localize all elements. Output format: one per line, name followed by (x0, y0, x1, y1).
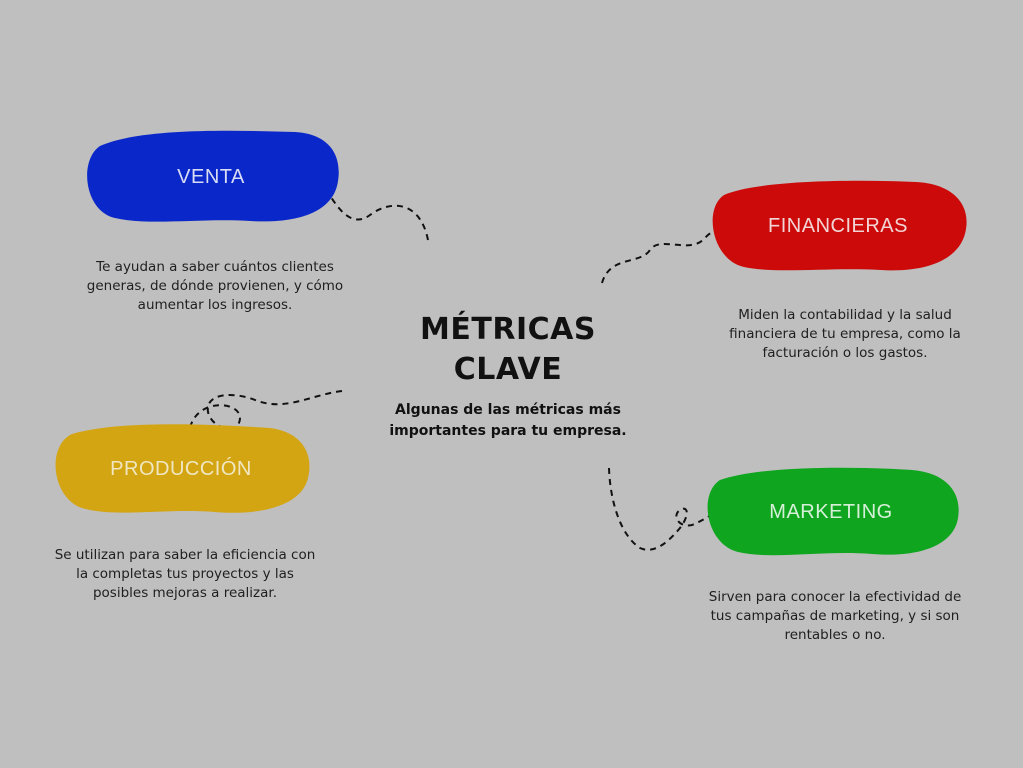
venta-label: VENTA (177, 165, 245, 188)
marketing-label: MARKETING (769, 500, 893, 523)
center-title: MÉTRICAS CLAVE (420, 312, 596, 387)
marketing-blob-shape (707, 467, 959, 556)
node-financieras: FINANCIERAS (706, 177, 970, 275)
node-marketing: MARKETING (700, 464, 962, 560)
venta-blob-shape (87, 130, 339, 222)
venta-description: Te ayudan a saber cuántos clientes gener… (86, 259, 344, 313)
node-produccion: PRODUCCIÓN (50, 420, 312, 518)
produccion-blob-shape (55, 424, 310, 513)
financieras-description: Miden la contabilidad y la salud financi… (729, 307, 961, 361)
financieras-blob-shape (712, 180, 967, 271)
node-venta: VENTA (80, 126, 342, 228)
connector-produccion (178, 390, 343, 454)
marketing-description: Sirven para conocer la efectividad de tu… (708, 589, 962, 643)
financieras-label: FINANCIERAS (768, 214, 908, 237)
produccion-description: Se utilizan para saber la eficiencia con… (54, 547, 316, 601)
connector-venta (318, 175, 429, 241)
connector-marketing (608, 467, 741, 551)
produccion-label: PRODUCCIÓN (110, 457, 252, 480)
center-subtitle: Algunas de las métricas más importantes … (389, 402, 627, 439)
